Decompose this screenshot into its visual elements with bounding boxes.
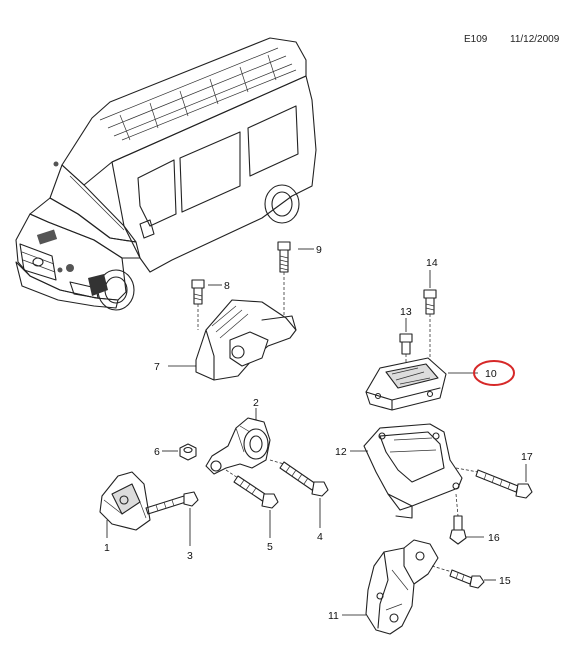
bolt-4 <box>269 459 329 497</box>
bracket-12 <box>363 423 463 519</box>
bolt-13 <box>399 333 413 372</box>
bolt-15 <box>431 565 485 589</box>
bracket-11 <box>365 539 439 635</box>
callout-6: 6 <box>154 446 160 458</box>
bolt-14 <box>423 289 437 364</box>
callout-13: 13 <box>400 306 412 318</box>
mount-2 <box>205 417 271 475</box>
bolt-9 <box>277 241 291 318</box>
bolt-5 <box>225 469 279 509</box>
callout-8: 8 <box>224 280 230 292</box>
bolt-17 <box>455 467 533 499</box>
callout-4: 4 <box>317 531 323 543</box>
callout-1: 1 <box>104 542 110 554</box>
bolt-16 <box>449 493 467 545</box>
callout-17: 17 <box>521 451 533 463</box>
bolt-8 <box>191 279 205 330</box>
callout-9: 9 <box>316 244 322 256</box>
callout-12: 12 <box>335 446 347 458</box>
callout-14: 14 <box>426 257 438 269</box>
mount-7 <box>195 299 297 381</box>
callout-3: 3 <box>187 550 193 562</box>
diagram-date: 11/12/2009 <box>510 34 560 45</box>
van-illustration <box>15 37 317 311</box>
mount-1 <box>99 471 151 531</box>
mount-10 <box>365 357 447 411</box>
callout-7: 7 <box>154 361 160 373</box>
callout-10: 10 <box>485 368 497 380</box>
highlight-ring <box>473 360 515 386</box>
callout-16: 16 <box>488 532 500 544</box>
callout-2: 2 <box>253 397 259 409</box>
callout-5: 5 <box>267 541 273 553</box>
callout-15: 15 <box>499 575 511 587</box>
callout-11: 11 <box>328 610 339 622</box>
catalog-code: E109 <box>464 34 488 45</box>
bolt-3 <box>145 491 199 515</box>
nut-6 <box>179 443 197 461</box>
